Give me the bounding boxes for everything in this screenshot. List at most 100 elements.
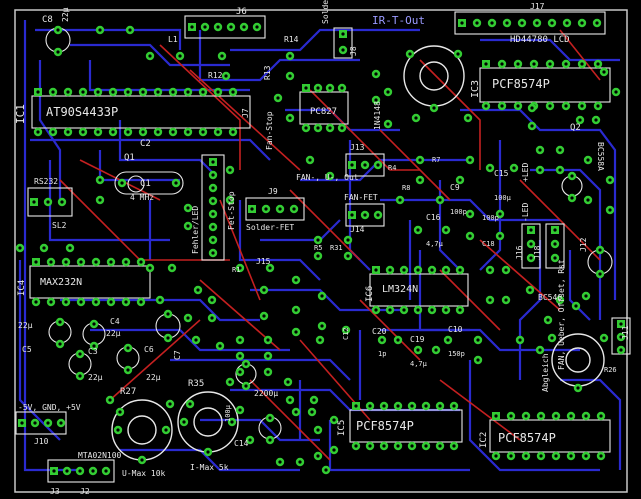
pad-hole — [494, 454, 498, 458]
label-rs232: RS232 — [34, 177, 58, 186]
label-power: -5V, GND, +5V — [18, 403, 81, 412]
pad-hole — [386, 90, 390, 94]
pad-hole — [264, 207, 268, 211]
pad-hole — [216, 90, 220, 94]
silkscreen-text: C8 22µ J6 Solder-LED IR-T-Out J17 HD4478… — [14, 0, 630, 496]
pad-hole — [126, 130, 130, 134]
pad-hole — [186, 224, 190, 228]
pad-hole — [201, 90, 205, 94]
pad-hole — [238, 408, 242, 412]
pad-hole — [156, 130, 160, 134]
label-lm324: LM324N — [382, 284, 418, 295]
pad-hole — [92, 344, 96, 348]
label-j10: J10 — [34, 437, 49, 446]
pad-hole — [380, 338, 384, 342]
label-r8: R8 — [402, 184, 410, 192]
pad-hole — [586, 158, 590, 162]
label-fet-stop: Fet-Stop — [227, 191, 236, 230]
pad-hole — [580, 62, 584, 66]
pad-hole — [49, 300, 53, 304]
pad-hole — [318, 338, 322, 342]
pad-hole — [166, 336, 170, 340]
pad-hole — [558, 148, 562, 152]
label-c6: C6 — [144, 345, 154, 354]
pad-hole — [46, 421, 50, 425]
pad-hole — [558, 168, 562, 172]
pad-hole — [424, 444, 428, 448]
pad-hole — [174, 181, 178, 185]
pad-hole — [494, 414, 498, 418]
pad-hole — [255, 25, 259, 29]
pad-hole — [538, 348, 542, 352]
label-r14: R14 — [284, 35, 299, 44]
pad-hole — [354, 404, 358, 408]
label-cap22-a: 22µ — [18, 321, 33, 330]
pad-hole — [350, 213, 354, 217]
pad-hole — [570, 174, 574, 178]
pad-hole — [60, 200, 64, 204]
pad-hole — [220, 54, 224, 58]
pad-hole — [504, 268, 508, 272]
pad-hole — [78, 469, 82, 473]
pad-hole — [178, 54, 182, 58]
pad-hole — [49, 260, 53, 264]
pad-hole — [211, 160, 215, 164]
label-c12: C12 — [342, 327, 350, 340]
pad-hole — [79, 260, 83, 264]
pad-hole — [414, 116, 418, 120]
pad-hole — [476, 358, 480, 362]
label-c15: C15 — [494, 169, 509, 178]
pad-hole — [218, 344, 222, 348]
pad-hole — [529, 242, 533, 246]
pad-hole — [396, 338, 400, 342]
label-j17: J17 — [530, 2, 545, 11]
board-outline — [14, 9, 628, 493]
label-ic6: IC6 — [365, 286, 375, 302]
label-c14-val: 100µ — [224, 404, 232, 422]
pad-hole — [388, 268, 392, 272]
pad-hole — [432, 106, 436, 110]
pad-hole — [458, 308, 462, 312]
pad-hole — [619, 335, 623, 339]
label-mhz: 4 MHz — [130, 193, 154, 202]
pad-hole — [490, 21, 494, 25]
pad-hole — [376, 213, 380, 217]
label-j12: J12 — [579, 237, 588, 252]
pad-hole — [580, 104, 584, 108]
pad-hole — [529, 256, 533, 260]
pad-hole — [458, 178, 462, 182]
pad-hole — [211, 251, 215, 255]
pad-hole — [374, 98, 378, 102]
pad-hole — [498, 234, 502, 238]
pad-hole — [578, 118, 582, 122]
pad-hole — [316, 126, 320, 130]
pad-hole — [416, 348, 420, 352]
pad-hole — [230, 420, 234, 424]
pad-hole — [304, 126, 308, 130]
pad-hole — [171, 90, 175, 94]
pad-hole — [111, 130, 115, 134]
label-j13: J13 — [350, 143, 365, 152]
label-j7: J7 — [241, 108, 250, 118]
label-imax: I-Max 5k — [190, 463, 229, 472]
pad-hole — [194, 338, 198, 342]
pad-hole — [608, 178, 612, 182]
pad-hole — [244, 362, 248, 366]
pad-hole — [210, 316, 214, 320]
pad-hole — [36, 90, 40, 94]
bottom-traces — [18, 20, 622, 472]
label-fan-out: FAN-, U-, Out — [296, 173, 359, 182]
pad-hole — [33, 421, 37, 425]
label-c-1p: 1p — [378, 350, 386, 358]
pad-hole — [316, 254, 320, 258]
pad-hole — [528, 288, 532, 292]
pad-hole — [286, 380, 290, 384]
pad-hole — [266, 370, 270, 374]
pad-hole — [111, 90, 115, 94]
pad-hole — [418, 178, 422, 182]
pad-hole — [20, 421, 24, 425]
pad-hole — [109, 300, 113, 304]
pad-hole — [553, 256, 557, 260]
pad-hole — [211, 173, 215, 177]
label-r35: R35 — [188, 379, 204, 389]
